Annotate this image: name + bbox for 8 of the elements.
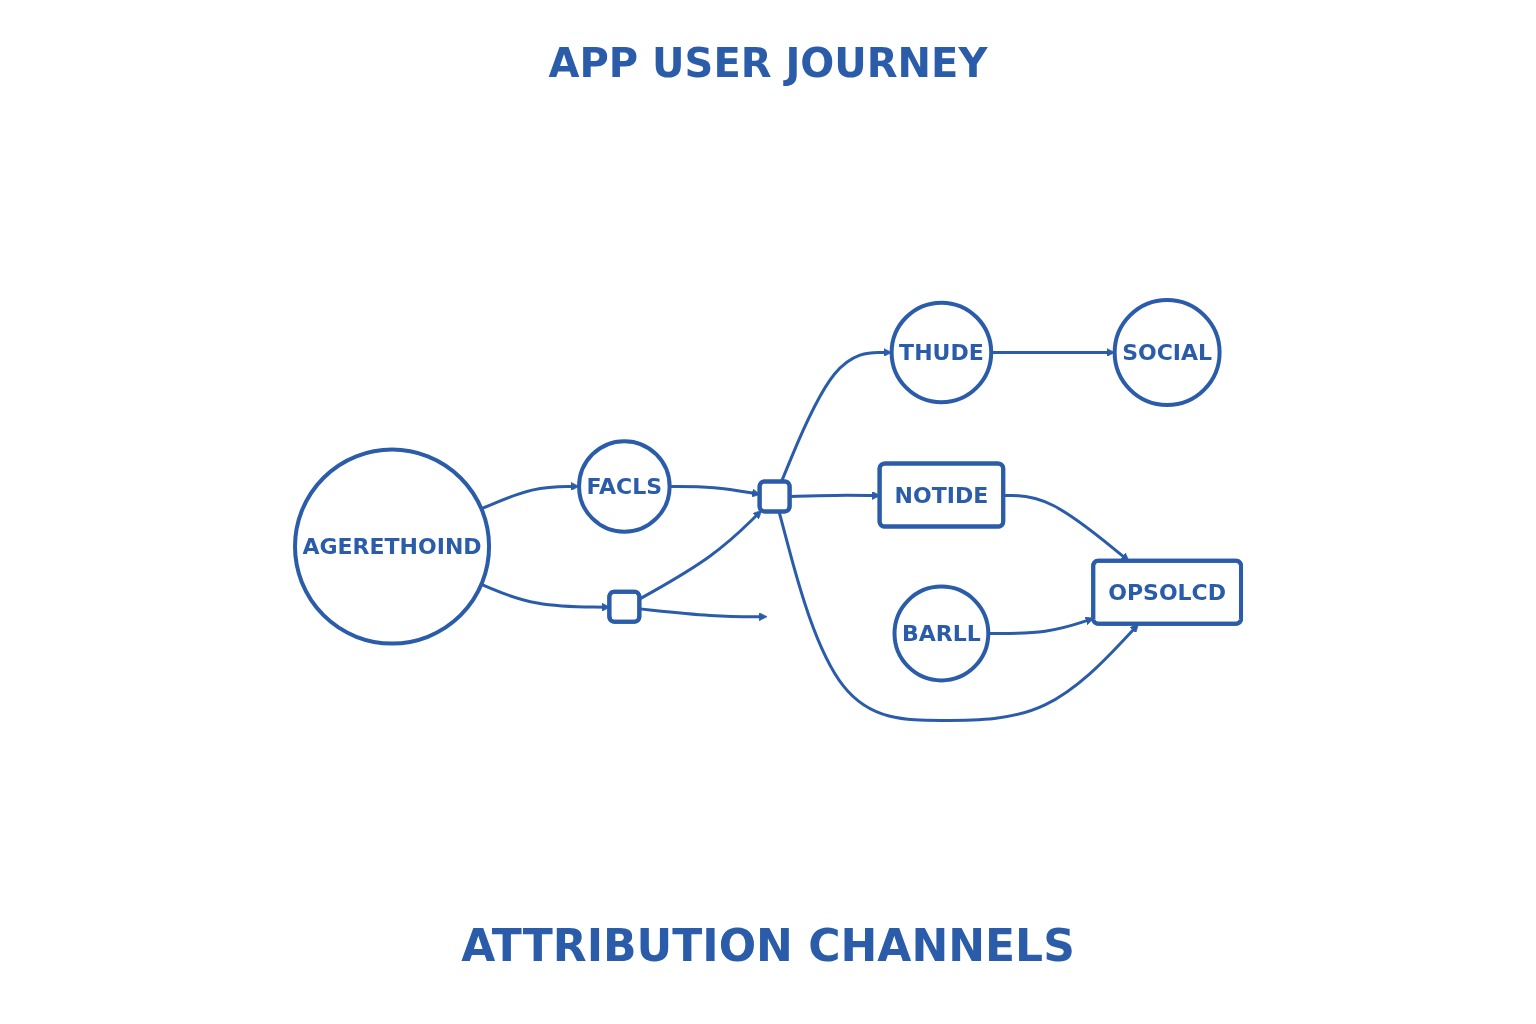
diagram-caption: ATTRIBUTION CHANNELS (460, 920, 1076, 971)
diagram-title: APP USER JOURNEY (547, 40, 989, 86)
node-circle: THUDE (889, 300, 994, 405)
arrow (777, 511, 1139, 722)
node-circle: SOCIAL (1112, 297, 1222, 407)
node-circle: AGERETHOIND (293, 447, 492, 646)
node-circle: BARLL (892, 584, 991, 683)
node-circle: FACLS (577, 439, 672, 534)
